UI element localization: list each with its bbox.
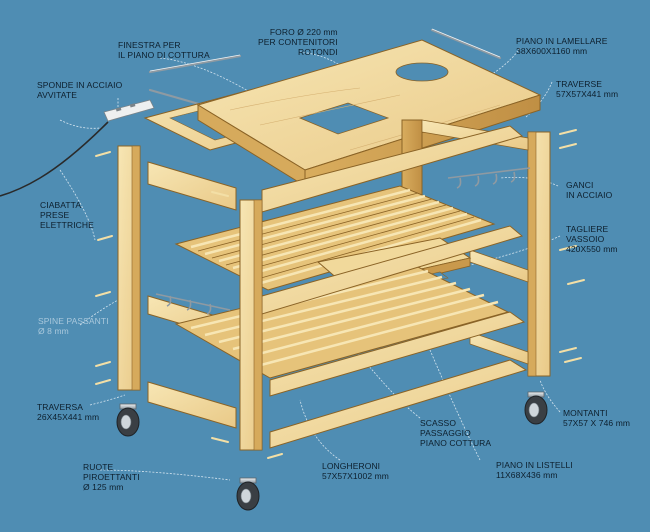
longheron-front <box>269 359 528 449</box>
label-line: ROTONDI <box>298 47 338 57</box>
label-piano-listelli: PIANO IN LISTELLI 11X68X436 mm <box>496 460 573 480</box>
label-spine: SPINE PASSANTI Ø 8 mm <box>38 316 109 336</box>
label-line: 11X68X436 mm <box>496 470 558 480</box>
label-line: GANCI <box>566 180 594 190</box>
label-traverse: TRAVERSE 57X57X441 mm <box>556 79 618 99</box>
label-line: 420X550 mm <box>566 244 618 254</box>
power-cable <box>0 121 109 197</box>
label-line: 57X57 X 746 mm <box>563 418 631 428</box>
label-line: IL PIANO DI COTTURA <box>118 50 210 60</box>
label-line: PER CONTENITORI <box>258 37 338 47</box>
label-ganci: GANCI IN ACCIAIO <box>566 180 612 200</box>
label-line: SPINE PASSANTI <box>38 316 109 326</box>
label-line: PIROETTANTI <box>83 472 140 482</box>
caster-wheel-icon <box>116 391 548 511</box>
label-line: VASSOIO <box>566 234 605 244</box>
label-line: ELETTRICHE <box>40 220 94 230</box>
label-line: PASSAGGIO <box>420 428 471 438</box>
label-line: SCASSO <box>420 418 457 428</box>
label-montanti: MONTANTI 57X57 X 746 mm <box>563 408 630 428</box>
label-line: AVVITATE <box>37 90 78 100</box>
label-longheroni: LONGHERONI 57X57X1002 mm <box>322 461 389 481</box>
label-line: IN ACCIAIO <box>566 190 613 200</box>
label-sponde: SPONDE IN ACCIAIO AVVITATE <box>37 80 122 100</box>
label-line: 57X57X1002 mm <box>322 471 389 481</box>
label-foro: FORO Ø 220 mm PER CONTENITORI ROTONDI <box>258 27 338 57</box>
label-line: SPONDE IN ACCIAIO <box>37 80 123 90</box>
label-line: FORO Ø 220 mm <box>269 27 338 37</box>
label-line: 38X600X1160 mm <box>516 46 588 56</box>
label-scasso: SCASSO PASSAGGIO PIANO COTTURA <box>420 418 491 448</box>
label-line: 26X45X441 mm <box>37 412 100 422</box>
steel-hook-icon <box>155 167 531 315</box>
label-line: Ø 8 mm <box>38 326 69 336</box>
label-finestra: FINESTRA PER IL PIANO DI COTTURA <box>118 40 210 60</box>
label-line: TRAVERSA <box>37 402 83 412</box>
label-line: CIABATTA <box>40 200 82 210</box>
dowel-pin-icon <box>95 129 585 459</box>
label-line: PIANO IN LISTELLI <box>496 460 573 470</box>
label-line: MONTANTI <box>563 408 608 418</box>
label-line: TRAVERSE <box>556 79 602 89</box>
label-line: 57X57X441 mm <box>556 89 619 99</box>
label-ciabatta: CIABATTA PRESE ELETTRICHE <box>40 200 94 230</box>
power-strip-icon <box>103 99 155 122</box>
label-ruote: RUOTE PIROETTANTI Ø 125 mm <box>83 462 140 492</box>
label-tagliere: TAGLIERE VASSOIO 420X550 mm <box>566 224 618 254</box>
label-line: TAGLIERE <box>566 224 609 234</box>
label-line: PIANO IN LAMELLARE <box>516 36 608 46</box>
label-line: RUOTE <box>83 462 114 472</box>
label-line: Ø 125 mm <box>83 482 124 492</box>
label-line: PRESE <box>40 210 70 220</box>
label-line: FINESTRA PER <box>118 40 181 50</box>
label-traversa: TRAVERSA 26X45X441 mm <box>37 402 99 422</box>
label-piano-lamellare: PIANO IN LAMELLARE 38X600X1160 mm <box>516 36 608 56</box>
label-line: LONGHERONI <box>322 461 381 471</box>
label-line: PIANO COTTURA <box>420 438 492 448</box>
